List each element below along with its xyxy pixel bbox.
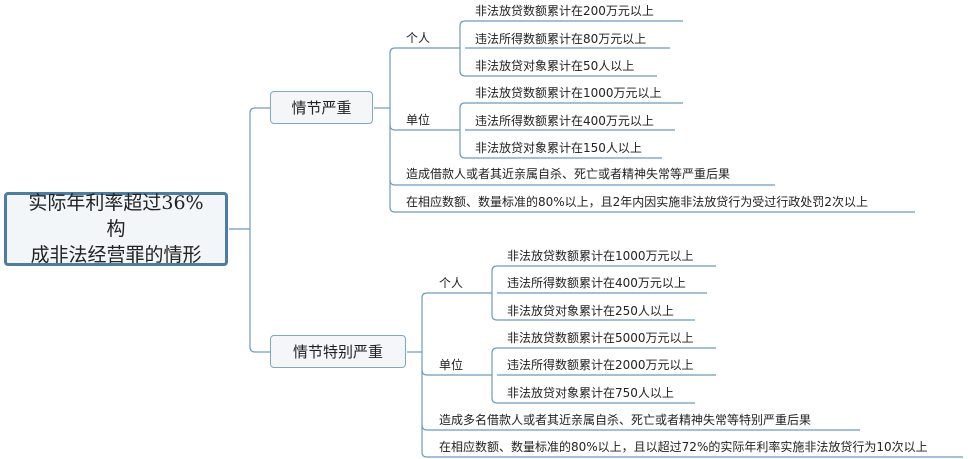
b1-ind-fork-corner-2: [459, 70, 466, 77]
b1-unit-item-2[interactable]: 违法所得数额累计在400万元以上: [475, 114, 654, 128]
b2-individual-item-1[interactable]: 非法放贷数额累计在1000万元以上: [507, 249, 694, 263]
b1-individual-item-3[interactable]: 非法放贷对象累计在50人以上: [475, 59, 635, 73]
b2-note-2[interactable]: 在相应数额、数量标准的80%以上，且以超过72%的实际年利率实施非法放贷行为10…: [439, 440, 928, 454]
root-line-1: 实际年利率超过36%构: [28, 192, 204, 240]
b2-fork-corner-2: [421, 424, 428, 431]
b2-ind-fork-corner-0: [491, 265, 498, 272]
root-node-text: 实际年利率超过36%构 成非法经营罪的情形: [25, 190, 207, 268]
b2-unit-fork-corner-2: [491, 397, 498, 404]
b2-individual-item-3[interactable]: 非法放贷对象累计在250人以上: [507, 304, 674, 318]
b1-individual-item-2[interactable]: 违法所得数额累计在80万元以上: [475, 32, 647, 46]
b2-group-individual[interactable]: 个人: [439, 276, 464, 290]
b2-fork-corner-1: [421, 369, 428, 376]
b2-fork-corner-3: [421, 451, 428, 458]
b1-fork-corner-1: [389, 124, 396, 131]
b2-ind-fork-corner-2: [491, 314, 498, 321]
b2-unit-item-2[interactable]: 违法所得数额累计在2000万元以上: [507, 358, 694, 372]
branch-especially-serious[interactable]: 情节特别严重: [270, 335, 406, 368]
b2-note-1[interactable]: 造成多名借款人或者其近亲属自杀、死亡或者精神失常等特别严重后果: [439, 413, 812, 427]
root-node[interactable]: 实际年利率超过36%构 成非法经营罪的情形: [4, 192, 228, 266]
b2-unit-item-1[interactable]: 非法放贷数额累计在5000万元以上: [507, 331, 694, 345]
b1-unit-item-1[interactable]: 非法放贷数额累计在1000万元以上: [475, 86, 662, 100]
b1-note-1[interactable]: 造成借款人或者其近亲属自杀、死亡或者精神失常等严重后果: [406, 167, 731, 181]
b1-note-2[interactable]: 在相应数额、数量标准的80%以上，且2年内因实施非法放贷行为受过行政处罚2次以上: [406, 195, 868, 209]
b1-group-individual[interactable]: 个人: [406, 31, 431, 45]
b1-unit-fork-corner-0: [459, 102, 466, 109]
root-fork-corner-0: [249, 107, 256, 114]
b2-unit-item-3[interactable]: 非法放贷对象累计在750人以上: [507, 386, 674, 400]
b1-ind-fork-corner-0: [459, 20, 466, 27]
branch-serious[interactable]: 情节严重: [270, 91, 373, 124]
b1-unit-item-3[interactable]: 非法放贷对象累计在150人以上: [475, 141, 642, 155]
branch-serious-label: 情节严重: [291, 99, 352, 117]
root-line-2: 成非法经营罪的情形: [30, 244, 202, 266]
b2-group-unit[interactable]: 单位: [439, 358, 464, 372]
b1-individual-item-1[interactable]: 非法放贷数额累计在200万元以上: [475, 4, 654, 18]
b2-unit-fork-corner-0: [491, 347, 498, 354]
b1-group-unit[interactable]: 单位: [406, 113, 431, 127]
branch-especially-serious-label: 情节特别严重: [292, 343, 383, 361]
b1-fork-corner-2: [389, 179, 396, 186]
b1-fork-corner-3: [389, 206, 396, 213]
b1-fork-corner-0: [389, 47, 396, 54]
b2-individual-item-2[interactable]: 违法所得数额累计在400万元以上: [507, 276, 686, 290]
b1-unit-fork-corner-2: [459, 152, 466, 159]
b2-fork-corner-0: [421, 292, 428, 299]
root-fork-corner-1: [249, 346, 256, 353]
